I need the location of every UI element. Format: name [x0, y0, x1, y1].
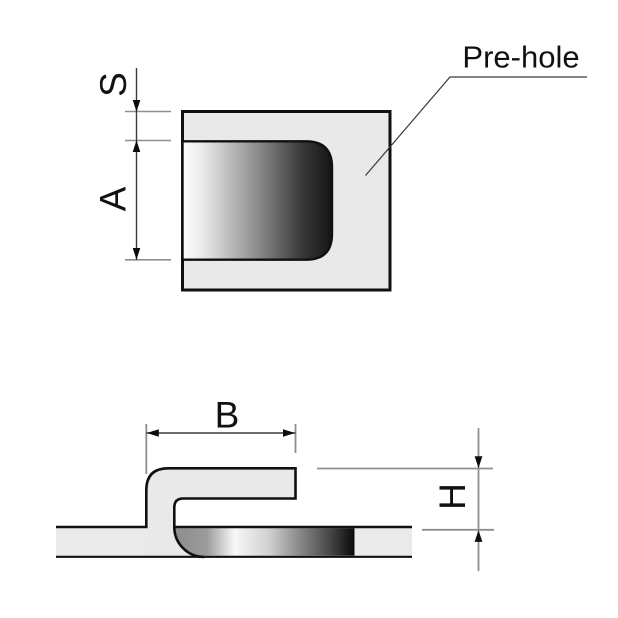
top-view: S A Pre-hole — [93, 40, 587, 292]
arrowhead-down-icon — [132, 248, 141, 260]
section-view: B H — [56, 395, 494, 571]
pre-hole-shape — [181, 140, 334, 261]
dimension-b: B — [145, 395, 297, 474]
arrowhead-up-icon — [132, 140, 141, 152]
callout-label: Pre-hole — [462, 40, 579, 75]
section-pre-hole-shading — [170, 528, 355, 556]
top-view-extension-lines — [125, 110, 171, 261]
raised-tab-outline — [145, 467, 297, 559]
raised-tab-fill — [146, 468, 296, 557]
arrowhead-down-icon — [132, 100, 141, 112]
arrowhead-right-icon — [283, 429, 295, 437]
dimension-h: H — [317, 428, 494, 571]
dimension-label-s: S — [93, 72, 134, 97]
arrowhead-left-icon — [146, 429, 159, 437]
dimension-label-b: B — [215, 395, 240, 436]
dimension-label-a: A — [93, 186, 134, 211]
dimension-label-h: H — [432, 483, 473, 510]
callout-leader-line — [365, 76, 587, 176]
arrowhead-down-icon — [474, 456, 483, 468]
top-view-arrowheads — [132, 100, 141, 260]
arrowhead-up-icon — [474, 530, 483, 542]
